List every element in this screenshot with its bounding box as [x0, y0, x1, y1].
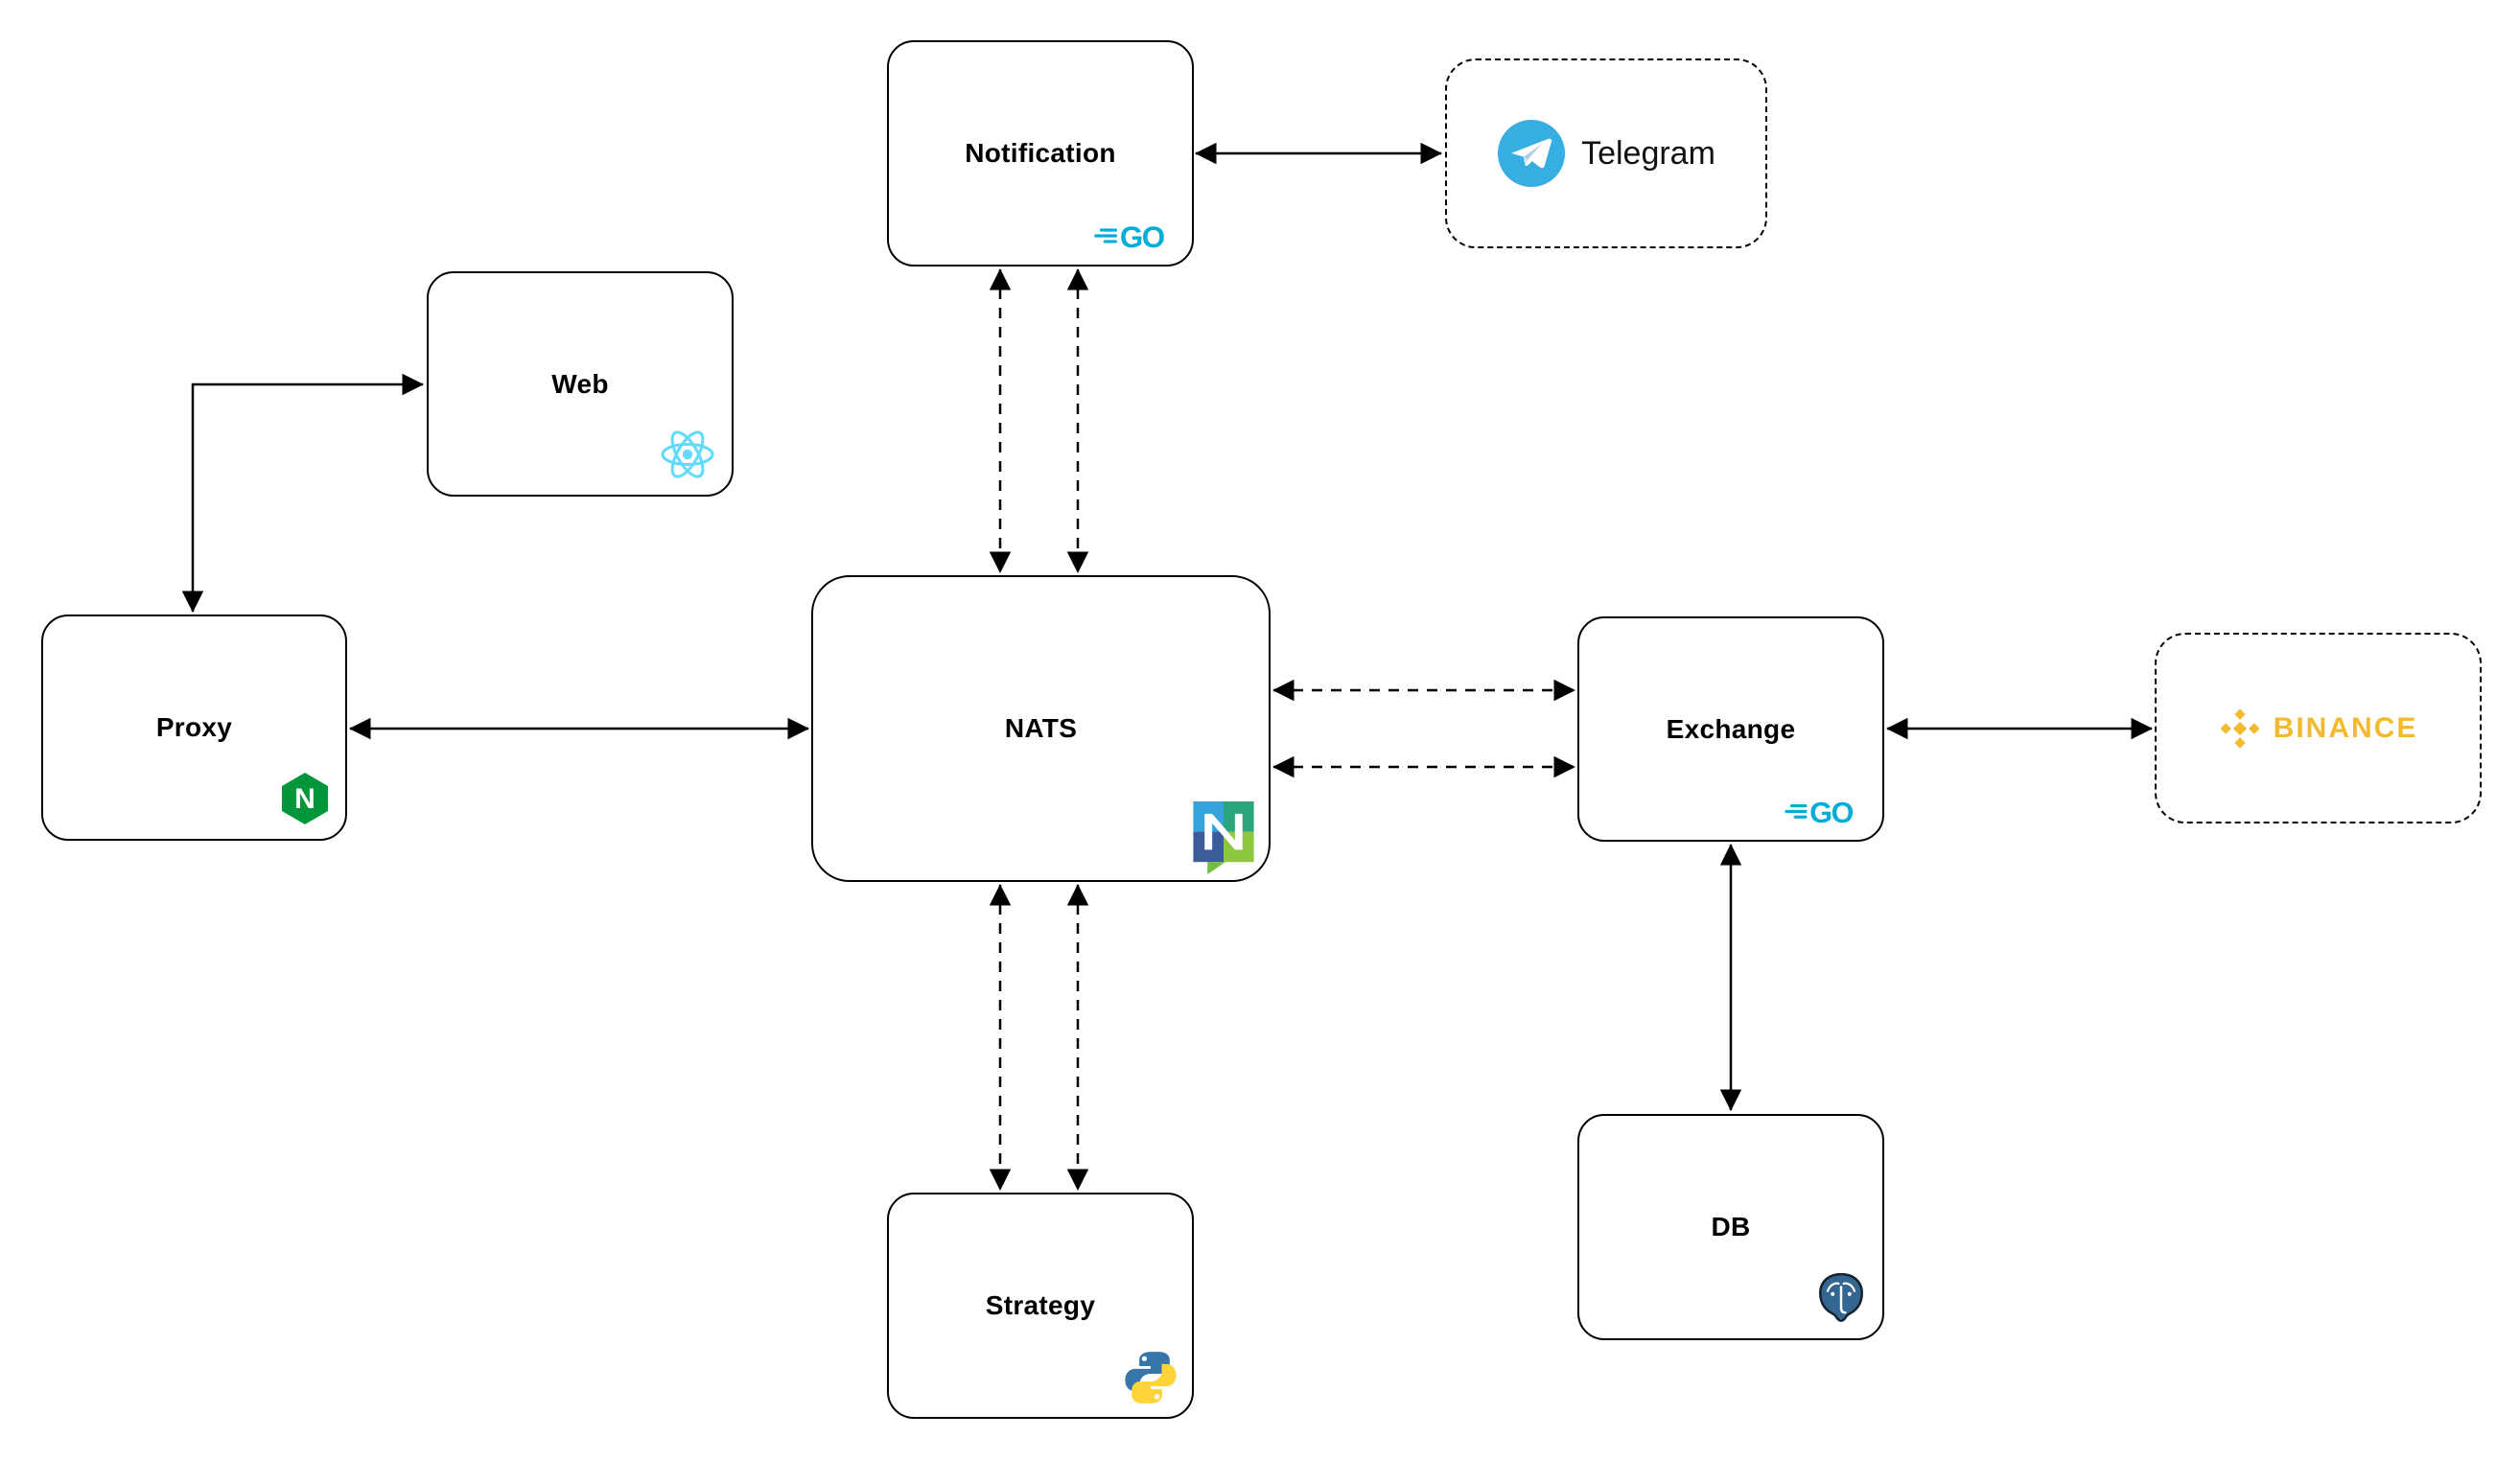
node-db: DB	[1577, 1114, 1884, 1340]
svg-text:GO: GO	[1809, 797, 1853, 828]
nginx-icon: N	[280, 771, 330, 826]
binance-icon	[2219, 707, 2261, 750]
node-proxy: Proxy N	[41, 615, 347, 841]
node-notification-label: Notification	[965, 138, 1116, 168]
edge-web-proxy	[181, 373, 424, 613]
python-icon	[1123, 1350, 1178, 1405]
node-exchange: Exchange GO	[1577, 616, 1884, 842]
go-logo-icon: GO	[1092, 217, 1178, 254]
telegram-wordmark: Telegram	[1581, 134, 1715, 172]
binance-logo: BINANCE	[2219, 707, 2418, 750]
node-binance: BINANCE	[2155, 633, 2482, 823]
node-strategy-label: Strategy	[985, 1290, 1096, 1320]
node-nats: NATS	[811, 575, 1271, 882]
postgresql-icon	[1814, 1271, 1868, 1329]
node-notification: Notification GO	[887, 40, 1194, 267]
svg-text:GO: GO	[1120, 220, 1165, 253]
node-web-label: Web	[551, 368, 609, 399]
telegram-icon	[1497, 119, 1566, 188]
nats-icon	[1193, 801, 1254, 875]
node-exchange-label: Exchange	[1666, 713, 1796, 744]
node-strategy: Strategy	[887, 1193, 1194, 1419]
binance-wordmark: BINANCE	[2273, 711, 2418, 744]
telegram-logo: Telegram	[1497, 119, 1715, 188]
node-telegram: Telegram	[1445, 58, 1767, 248]
node-proxy-label: Proxy	[155, 712, 233, 742]
node-web: Web	[427, 271, 734, 497]
svg-text:N: N	[294, 783, 315, 815]
node-db-label: DB	[1711, 1212, 1751, 1241]
go-logo-icon: GO	[1783, 793, 1867, 829]
node-nats-label: NATS	[1004, 713, 1078, 743]
react-icon	[659, 426, 716, 483]
